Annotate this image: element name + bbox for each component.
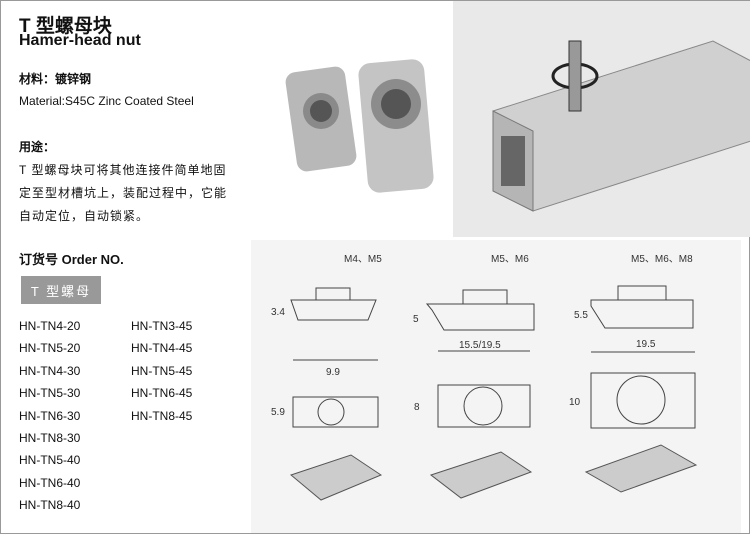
order-number: HN-TN4-45 bbox=[131, 341, 193, 356]
height-label-2: 5 bbox=[413, 314, 419, 325]
order-number: HN-TN8-40 bbox=[19, 498, 81, 513]
order-number: HN-TN6-30 bbox=[19, 408, 81, 423]
usage-heading: 用途： bbox=[19, 140, 56, 154]
height-label-3: 5.5 bbox=[574, 310, 588, 321]
order-number: HN-TN5-30 bbox=[19, 386, 81, 401]
depth-label-2: 8 bbox=[414, 402, 420, 413]
dimension-drawing: M4、M5 M5、M6 M5、M6、M8 3.4 5 5.5 9.9 15.5/… bbox=[251, 240, 741, 533]
large-nut-image bbox=[358, 59, 434, 193]
order-number: HN-TN3-45 bbox=[131, 319, 193, 333]
order-number: HN-TN5-20 bbox=[19, 341, 81, 356]
order-number: HN-TN5-40 bbox=[19, 453, 81, 468]
title-chinese: T 型螺母块 bbox=[19, 16, 112, 37]
order-number: HN-TN5-45 bbox=[131, 363, 193, 378]
width-label-3: 19.5 bbox=[636, 339, 656, 350]
nut-photo bbox=[273, 39, 438, 219]
order-number: HN-TN8-45 bbox=[131, 408, 193, 423]
width-label-1: 9.9 bbox=[326, 367, 340, 378]
material-chinese: 材料：镀锌钢 bbox=[19, 72, 92, 86]
order-number: HN-TN6-40 bbox=[19, 475, 81, 490]
order-number: HN-TN4-30 bbox=[19, 363, 81, 378]
order-number: HN-TN8-30 bbox=[19, 431, 81, 446]
title-english: Hamer-head nut bbox=[19, 32, 141, 49]
order-number: HN-TN4-20 bbox=[19, 319, 81, 333]
depth-label-1: 5.9 bbox=[271, 407, 285, 418]
thread-label-1: M4、M5 bbox=[344, 254, 382, 265]
isometric-nuts bbox=[289, 444, 698, 501]
thread-label-3: M5、M6、M8 bbox=[631, 254, 693, 265]
depth-label-3: 10 bbox=[569, 397, 581, 408]
usage-text: T 型螺母块可将其他连接件简单地固定至型材槽坑上，装配过程中，它能自动定位，自动… bbox=[19, 163, 228, 223]
material-english: Material:S45C Zinc Coated Steel bbox=[19, 94, 194, 108]
profile-illustration bbox=[453, 1, 750, 237]
small-nut-image bbox=[285, 66, 357, 172]
category-button[interactable]: T 型螺母 bbox=[21, 276, 101, 304]
width-label-2: 15.5/19.5 bbox=[459, 340, 501, 351]
thread-label-2: M5、M6 bbox=[491, 254, 529, 265]
height-label-1: 3.4 bbox=[271, 307, 285, 318]
order-number: HN-TN6-45 bbox=[131, 386, 193, 401]
order-heading: 订货号 Order NO. bbox=[19, 252, 124, 267]
